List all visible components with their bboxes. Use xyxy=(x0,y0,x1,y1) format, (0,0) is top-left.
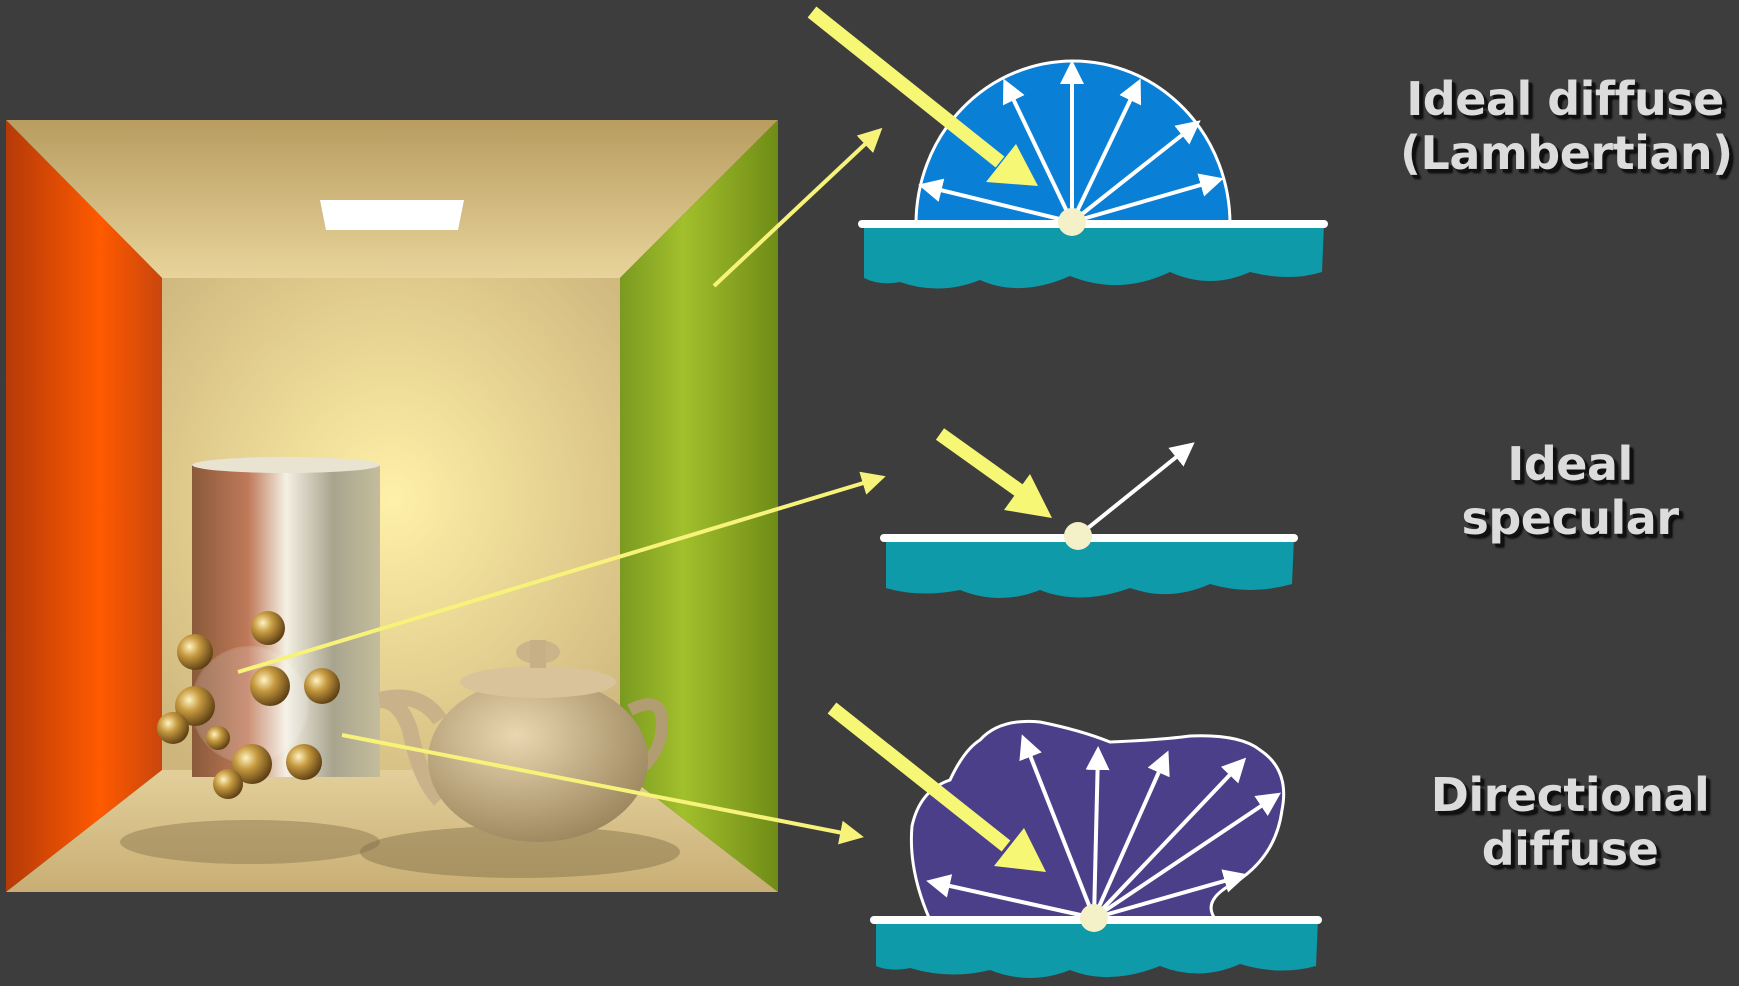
ideal-diffuse-diagram xyxy=(812,12,1324,289)
label-directional-diffuse-line1: Directional xyxy=(1420,768,1720,822)
label-ideal-diffuse: Ideal diffuse (Lambertian) xyxy=(1400,72,1730,180)
label-ideal-diffuse-line1: Ideal diffuse xyxy=(1400,72,1730,126)
hit-point xyxy=(1080,904,1108,932)
surface-body xyxy=(864,224,1324,289)
incident-ray-arrow xyxy=(812,12,1000,162)
surface-body xyxy=(886,538,1294,598)
ceiling-light-icon xyxy=(320,200,464,230)
directional-diffuse-diagram xyxy=(832,708,1318,978)
label-ideal-specular: Ideal specular xyxy=(1420,437,1720,545)
label-ideal-specular-line1: Ideal xyxy=(1420,437,1720,491)
label-directional-diffuse: Directional diffuse xyxy=(1420,768,1720,876)
label-directional-diffuse-line2: diffuse xyxy=(1420,822,1720,876)
label-ideal-specular-line2: specular xyxy=(1420,491,1720,545)
reflected-ray xyxy=(1078,446,1190,536)
hit-point xyxy=(1064,522,1092,550)
cornell-box-render xyxy=(6,120,778,892)
ideal-specular-diagram xyxy=(884,434,1294,598)
hit-point xyxy=(1058,208,1086,236)
label-ideal-diffuse-line2: (Lambertian) xyxy=(1400,126,1730,180)
floor-shadow xyxy=(120,820,380,864)
incident-ray-arrow xyxy=(940,434,1024,494)
